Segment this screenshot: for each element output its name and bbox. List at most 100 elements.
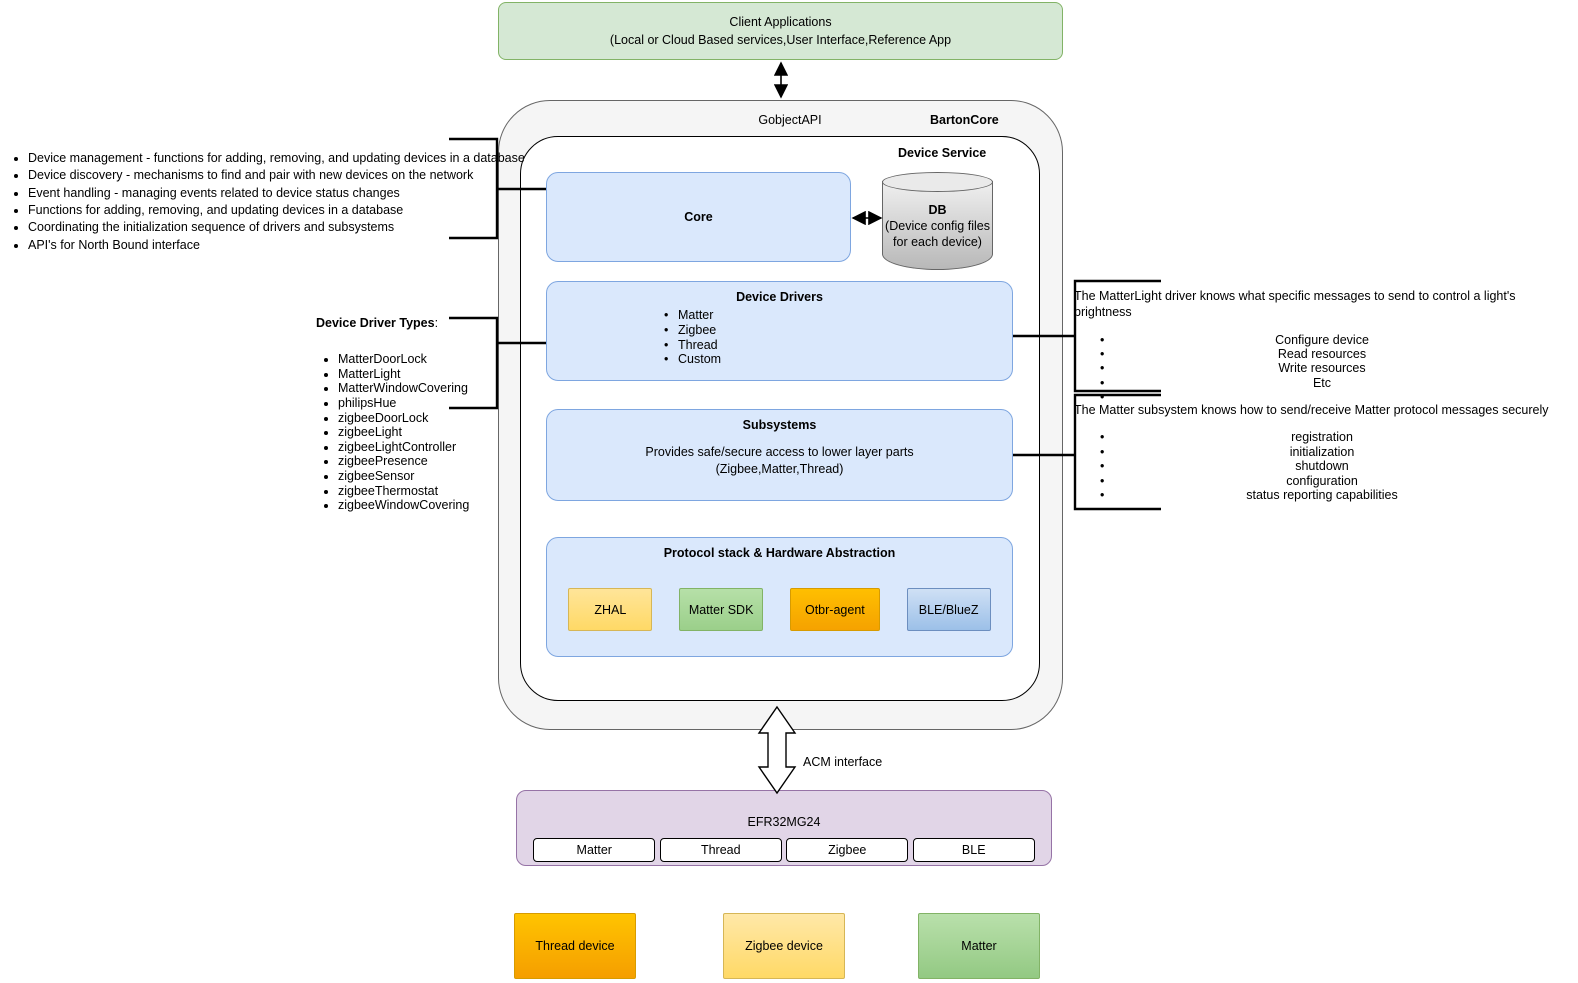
matterlight-driver-bullets: • • • • •	[1100, 333, 1120, 405]
client-applications-box: Client Applications (Local or Cloud Base…	[498, 2, 1063, 60]
matter-subsystem-callout: The Matter subsystem knows how to send/r…	[1074, 402, 1570, 506]
list-item: Configure device	[1275, 332, 1369, 347]
matterlight-driver-body: • • • • • Configure device Read resource…	[1074, 333, 1570, 409]
list-item: status reporting capabilities	[1246, 488, 1398, 502]
core-callout-bracket	[449, 137, 499, 240]
protocol-stack-chips: ZHAL Matter SDK Otbr-agent BLE/BlueZ	[547, 588, 1012, 631]
list-item: zigbeePresence	[338, 454, 506, 469]
device-driver-types-title: Device Driver Types:	[316, 316, 506, 330]
device-drivers-panel: Device Drivers Matter Zigbee Thread Cust…	[546, 281, 1013, 381]
matterlight-driver-callout: The MatterLight driver knows what specif…	[1074, 288, 1570, 409]
efr32mg24-box: EFR32MG24 Matter Thread Zigbee BLE	[516, 790, 1052, 866]
db-title: DB	[928, 203, 947, 217]
db-cylinder: DB (Device config files for each device)	[882, 172, 993, 270]
list-item: Event handling - managing events related…	[28, 185, 498, 202]
device-driver-types-title-colon: :	[434, 316, 439, 330]
db-cylinder-body	[882, 181, 993, 270]
list-item: zigbeeLightController	[338, 440, 506, 455]
list-item: Matter	[547, 308, 1012, 323]
efr-chip-thread[interactable]: Thread	[659, 838, 782, 862]
efr-chip-ble[interactable]: BLE	[912, 838, 1035, 862]
list-item: configuration	[1286, 473, 1358, 488]
bullet-marker: •	[1100, 332, 1105, 347]
core-responsibilities-callout: Device management - functions for adding…	[6, 150, 525, 254]
matterlight-driver-lines: Configure device Read resources Write re…	[1074, 333, 1570, 391]
core-responsibilities-list: Device management - functions for adding…	[6, 150, 525, 254]
list-item: philipsHue	[338, 396, 506, 411]
db-cylinder-top	[882, 172, 993, 192]
chip-zhal[interactable]: ZHAL	[568, 588, 653, 631]
device-driver-types-list: MatterDoorLock MatterLight MatterWindowC…	[316, 352, 506, 513]
legend-matter: Matter	[918, 913, 1040, 979]
list-item: zigbeeSensor	[338, 469, 506, 484]
gobject-api-label: GobjectAPI	[758, 113, 822, 127]
bullet-marker: •	[1100, 390, 1105, 405]
bullet-marker: •	[1100, 430, 1105, 445]
subsystems-panel: Subsystems Provides safe/secure access t…	[546, 409, 1013, 501]
device-driver-types-title-text: Device Driver Types	[316, 316, 435, 330]
list-item: Custom	[547, 352, 1012, 367]
list-item: registration	[1291, 430, 1353, 445]
protocol-stack-title: Protocol stack & Hardware Abstraction	[663, 546, 896, 560]
acm-interface-arrow	[757, 705, 797, 795]
list-item: Functions for adding, removing, and upda…	[28, 202, 498, 219]
subsystems-description-line-1: Provides safe/secure access to lower lay…	[645, 445, 914, 459]
matter-subsystem-body: • • • • • registration initialization sh…	[1074, 430, 1570, 506]
protocol-stack-panel: Protocol stack & Hardware Abstraction ZH…	[546, 537, 1013, 657]
subsystems-description: Provides safe/secure access to lower lay…	[547, 444, 1012, 478]
list-item: Device discovery - mechanisms to find an…	[28, 167, 498, 184]
chip-matter-sdk[interactable]: Matter SDK	[679, 588, 764, 631]
subsystems-description-line-2: (Zigbee,Matter,Thread)	[715, 461, 844, 476]
efr-chip-zigbee[interactable]: Zigbee	[786, 838, 909, 862]
bullet-marker: •	[1100, 361, 1105, 376]
chip-ble-bluez[interactable]: BLE/BlueZ	[906, 588, 991, 631]
chip-otbr-agent[interactable]: Otbr-agent	[789, 588, 880, 631]
list-item: zigbeeDoorLock	[338, 411, 506, 426]
device-drivers-list: Matter Zigbee Thread Custom	[547, 308, 1012, 367]
list-item: Coordinating the initialization sequence…	[28, 219, 498, 236]
list-item: Device management - functions for adding…	[28, 150, 525, 167]
bullet-marker: •	[1100, 459, 1105, 474]
efr32mg24-chips: Matter Thread Zigbee BLE	[517, 838, 1051, 862]
legend-thread-device: Thread device	[514, 913, 636, 979]
acm-interface-label: ACM interface	[803, 755, 883, 769]
list-item: API's for North Bound interface	[28, 237, 498, 254]
list-item: zigbeeWindowCovering	[338, 498, 506, 513]
list-item: zigbeeLight	[338, 425, 506, 440]
list-item: MatterWindowCovering	[338, 381, 506, 396]
list-item: Etc	[1312, 375, 1332, 390]
bullet-marker: •	[1100, 444, 1105, 459]
db-label: DB (Device config files for each device)	[882, 202, 993, 250]
list-item: Write resources	[1278, 361, 1366, 376]
matterlight-callout-bracket	[1073, 279, 1161, 393]
matterlight-driver-heading: The MatterLight driver knows what specif…	[1074, 289, 1516, 320]
matter-subsystem-heading: The Matter subsystem knows how to send/r…	[1074, 403, 1549, 417]
core-panel: Core	[546, 172, 851, 262]
list-item: Thread	[547, 338, 1012, 353]
list-item: MatterLight	[338, 367, 506, 382]
bullet-marker: •	[1100, 488, 1105, 502]
core-panel-title: Core	[684, 210, 713, 224]
db-subtitle-1: (Device config files	[885, 219, 990, 233]
list-item: zigbeeThermostat	[338, 484, 506, 499]
list-item: shutdown	[1295, 459, 1349, 474]
device-drivers-title: Device Drivers	[736, 290, 823, 304]
matter-subsystem-lines: registration initialization shutdown con…	[1074, 430, 1570, 502]
list-item: MatterDoorLock	[338, 352, 506, 367]
barton-core-label: BartonCore	[930, 113, 999, 127]
device-service-label: Device Service	[898, 146, 987, 160]
list-item: initialization	[1289, 444, 1355, 459]
efr-chip-matter[interactable]: Matter	[533, 838, 656, 862]
client-applications-title: Client Applications	[729, 14, 832, 29]
bullet-marker: •	[1100, 346, 1105, 361]
subsystems-title: Subsystems	[742, 418, 817, 432]
db-subtitle-2: for each device)	[893, 235, 982, 249]
matter-subsystem-bracket	[1073, 393, 1161, 511]
efr32mg24-label: EFR32MG24	[747, 815, 821, 829]
list-item: Zigbee	[547, 323, 1012, 338]
client-applications-subtitle: (Local or Cloud Based services,User Inte…	[609, 33, 952, 47]
bullet-marker: •	[1100, 473, 1105, 488]
bullet-marker: •	[1100, 375, 1105, 390]
